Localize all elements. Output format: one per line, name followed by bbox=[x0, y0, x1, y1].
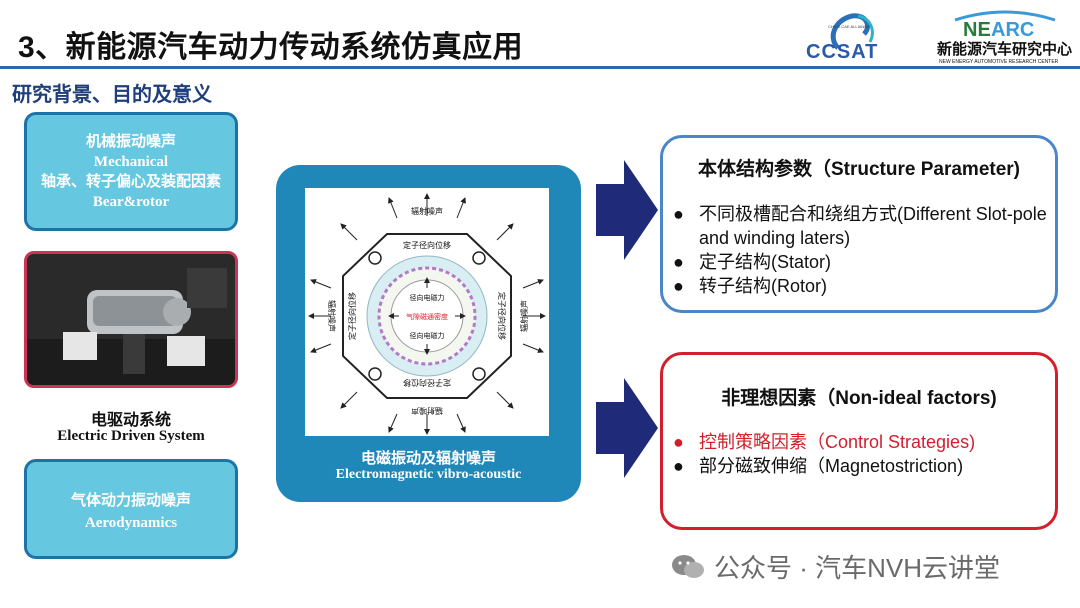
svg-text:NEW ENERGY AUTOMOTIVE RESEARCH: NEW ENERGY AUTOMOTIVE RESEARCH CENTER bbox=[939, 59, 1059, 65]
title-divider bbox=[0, 66, 1080, 69]
arrow-to-nonideal-icon bbox=[596, 378, 658, 478]
watermark-text: 公众号 · 汽车NVH云讲堂 bbox=[714, 553, 1001, 583]
electric-drive-label-cn: 电驱动系统 bbox=[90, 412, 171, 429]
mechanical-desc-cn: 轴承、转子偏心及装配因素 bbox=[40, 173, 221, 190]
svg-text:ARC: ARC bbox=[991, 19, 1034, 41]
nonideal-factors-box: 非理想因素（Non-ideal factors) ●控制策略因素（Control… bbox=[660, 352, 1058, 530]
page-title: 3、新能源汽车动力传动系统仿真应用 bbox=[18, 31, 524, 64]
svg-text:NE: NE bbox=[963, 19, 991, 41]
structure-item: ●定子结构(Stator) bbox=[673, 252, 832, 272]
mechanical-cn: 机械振动噪声 bbox=[85, 133, 176, 150]
stator-label-right: 定子径向位移 bbox=[497, 292, 507, 340]
svg-text:CHINA CAE ALLIANCE: CHINA CAE ALLIANCE bbox=[828, 24, 870, 29]
mechanical-noise-box: 机械振动噪声 Mechanical 轴承、转子偏心及装配因素 Bear&roto… bbox=[24, 112, 238, 231]
mechanical-en: Mechanical bbox=[93, 154, 169, 170]
section-subtitle: 研究背景、目的及意义 bbox=[12, 84, 212, 106]
nonideal-item: ●控制策略因素（Control Strategies) bbox=[673, 432, 976, 452]
electromagnetic-label-en: Electromagnetic vibro-acoustic bbox=[335, 467, 522, 482]
nonideal-item: ●部分磁致伸缩（Magnetostriction) bbox=[673, 456, 964, 476]
structure-item: ●转子结构(Rotor) bbox=[673, 276, 828, 296]
structure-item: ●不同极槽配合和绕组方式(Different Slot-pole and win… bbox=[673, 204, 1047, 248]
ccsat-logo: CHINA CAE ALLIANCE CCSAT bbox=[800, 8, 900, 66]
diagram-label-right: 辐射噪声 bbox=[519, 300, 529, 332]
electric-drive-label-en: Electric Driven System bbox=[57, 428, 205, 444]
nonideal-title: 非理想因素（Non-ideal factors) bbox=[721, 388, 997, 409]
diagram-label-top: 辐射噪声 bbox=[411, 206, 443, 216]
electromagnetic-label-cn: 电磁振动及辐射噪声 bbox=[360, 450, 496, 467]
wechat-watermark: 公众号 · 汽车NVH云讲堂 bbox=[670, 548, 1000, 588]
diagram-label-left: 辐射噪声 bbox=[327, 300, 337, 332]
stator-label-top: 定子径向位移 bbox=[403, 240, 451, 250]
structure-title: 本体结构参数（Structure Parameter) bbox=[697, 159, 1021, 180]
nearc-logo: NE ARC 新能源汽车研究中心 NEW ENERGY AUTOMOTIVE R… bbox=[935, 8, 1075, 66]
aero-en: Aerodynamics bbox=[84, 515, 178, 531]
force-label-bottom: 径向电磁力 bbox=[410, 331, 445, 340]
motor-cross-section-diagram: 辐射噪声 辐射噪声 辐射噪声 辐射噪声 定子径向位移 定子径向位移 定子径向位移… bbox=[305, 188, 549, 436]
force-label-top: 径向电磁力 bbox=[410, 293, 445, 302]
wechat-icon bbox=[670, 553, 706, 588]
arrow-to-structure-icon bbox=[596, 160, 658, 260]
electric-drive-photo bbox=[24, 251, 238, 388]
structure-parameter-box: 本体结构参数（Structure Parameter) ●不同极槽配合和绕组方式… bbox=[660, 135, 1058, 313]
svg-text:CCSAT: CCSAT bbox=[806, 41, 878, 63]
aerodynamic-noise-box: 气体动力振动噪声 Aerodynamics bbox=[24, 459, 238, 559]
mechanical-desc-en: Bear&rotor bbox=[92, 194, 170, 210]
svg-text:新能源汽车研究中心: 新能源汽车研究中心 bbox=[937, 40, 1072, 58]
diagram-label-bottom: 辐射噪声 bbox=[411, 406, 443, 416]
stator-label-bottom: 定子径向位移 bbox=[403, 378, 451, 388]
airgap-label: 气隙磁通密度 bbox=[406, 312, 448, 321]
stator-label-left: 定子径向位移 bbox=[347, 292, 357, 340]
aero-cn: 气体动力振动噪声 bbox=[70, 492, 191, 509]
